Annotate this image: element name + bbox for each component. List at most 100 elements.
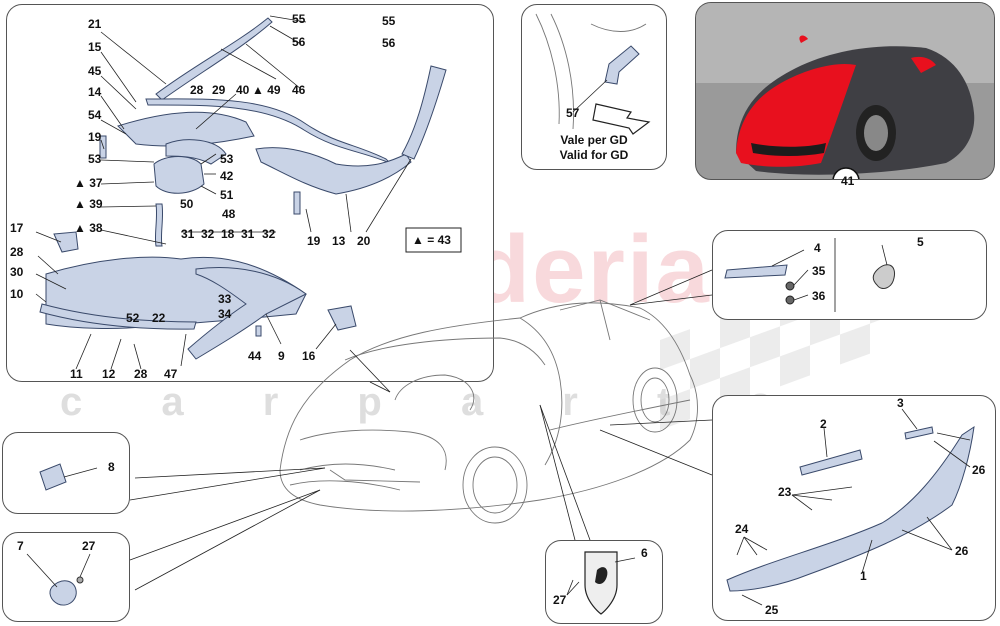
callout-18: 18 bbox=[221, 227, 235, 241]
callout-28-c: 28 bbox=[190, 83, 204, 97]
part-front-lip bbox=[39, 303, 197, 330]
callout-23: 23 bbox=[778, 485, 792, 499]
part-grille-emblem bbox=[39, 463, 67, 491]
badge-panel-drawing bbox=[724, 238, 896, 312]
part-side-cover bbox=[255, 147, 412, 195]
callout-11: 11 bbox=[70, 367, 83, 381]
callout-6: 6 bbox=[641, 546, 648, 560]
callout-19-a: 19 bbox=[88, 130, 102, 144]
callout-28-b: 28 bbox=[134, 367, 148, 381]
triangle-symbol: ▲ bbox=[74, 221, 86, 235]
callout-39-num: 39 bbox=[89, 197, 103, 211]
callout-42: 42 bbox=[220, 169, 234, 183]
callout-17: 17 bbox=[10, 221, 24, 235]
part-trim-strip bbox=[401, 65, 447, 160]
part-cowl-strip bbox=[155, 17, 273, 101]
callout-29: 29 bbox=[212, 83, 226, 97]
callout-41: 41 bbox=[841, 174, 855, 188]
callout-47: 47 bbox=[164, 367, 178, 381]
triangle-symbol: ▲ bbox=[252, 83, 264, 97]
callout-8: 8 bbox=[108, 460, 115, 474]
callout-2: 2 bbox=[820, 417, 827, 431]
part-reservoir-top bbox=[165, 139, 227, 165]
callout-53-b: 53 bbox=[220, 152, 234, 166]
legend-box: ▲ = 43 bbox=[412, 234, 451, 246]
callout-55-b: 55 bbox=[382, 14, 396, 28]
triangle-symbol: ▲ bbox=[74, 197, 86, 211]
callout-26-a: 26 bbox=[972, 463, 986, 477]
part-bracket-left bbox=[53, 231, 79, 253]
callout-56-b: 56 bbox=[382, 36, 396, 50]
callout-26-b: 26 bbox=[955, 544, 969, 558]
part-bracket-right bbox=[327, 305, 357, 331]
callout-3: 3 bbox=[897, 396, 904, 410]
part-reservoir bbox=[153, 156, 205, 194]
callout-56: 56 bbox=[292, 35, 306, 49]
callout-20: 20 bbox=[357, 234, 371, 248]
callout-33: 33 bbox=[218, 292, 232, 306]
callout-51: 51 bbox=[220, 188, 234, 202]
callout-38: ▲ 38 bbox=[74, 222, 103, 234]
gd-panel-drawing bbox=[535, 13, 651, 135]
callout-9: 9 bbox=[278, 349, 285, 363]
callout-48: 48 bbox=[222, 207, 236, 221]
callout-4: 4 bbox=[814, 241, 821, 255]
callout-31-b: 31 bbox=[241, 227, 255, 241]
callout-16: 16 bbox=[302, 349, 316, 363]
sill-panel-drawing bbox=[726, 408, 975, 606]
callout-27-b: 27 bbox=[553, 593, 567, 607]
callout-37-num: 37 bbox=[89, 176, 103, 190]
gd-panel[interactable] bbox=[521, 4, 667, 170]
callout-10: 10 bbox=[10, 287, 24, 301]
car-photo-panel[interactable] bbox=[695, 2, 995, 180]
callout-39: ▲ 39 bbox=[74, 198, 103, 210]
triangle-symbol: ▲ bbox=[74, 176, 86, 190]
callout-35: 35 bbox=[812, 264, 826, 278]
callout-34: 34 bbox=[218, 307, 232, 321]
gd-note-it: Vale per GD bbox=[560, 133, 628, 147]
part-california-badge bbox=[724, 264, 788, 279]
emblem-panel-8[interactable] bbox=[2, 432, 130, 514]
callout-25: 25 bbox=[765, 603, 779, 617]
callout-45: 45 bbox=[88, 64, 102, 78]
legend-triangle: ▲ bbox=[412, 233, 424, 247]
callout-57: 57 bbox=[566, 106, 580, 120]
callout-32-a: 32 bbox=[201, 227, 215, 241]
callout-49: ▲ 49 bbox=[252, 84, 281, 96]
car-photo bbox=[696, 3, 994, 179]
callout-46: 46 bbox=[292, 83, 306, 97]
watermark-sub: c a r p a r t s bbox=[60, 380, 806, 424]
callout-53-a: 53 bbox=[88, 152, 102, 166]
callout-22: 22 bbox=[152, 311, 166, 325]
gd-note: Vale per GD Valid for GD bbox=[531, 133, 657, 163]
callout-27-a: 27 bbox=[82, 539, 96, 553]
callout-32-b: 32 bbox=[262, 227, 276, 241]
callout-19-b: 19 bbox=[307, 234, 321, 248]
callout-37: ▲ 37 bbox=[74, 177, 103, 189]
callout-31-a: 31 bbox=[181, 227, 195, 241]
callout-5: 5 bbox=[917, 235, 924, 249]
callout-50: 50 bbox=[180, 197, 194, 211]
callout-12: 12 bbox=[102, 367, 116, 381]
callout-55: 55 bbox=[292, 12, 306, 26]
callout-28-a: 28 bbox=[10, 245, 24, 259]
part-side-sill bbox=[726, 425, 975, 592]
part-sill-plate bbox=[799, 449, 863, 476]
callout-36: 36 bbox=[812, 289, 826, 303]
emblem-panel-7-drawing bbox=[26, 553, 91, 606]
callout-21: 21 bbox=[88, 17, 102, 31]
emblem-panel-7[interactable] bbox=[2, 532, 130, 622]
callout-38-num: 38 bbox=[89, 221, 103, 235]
legend-text: = 43 bbox=[427, 233, 451, 247]
callout-54: 54 bbox=[88, 108, 102, 122]
callout-24: 24 bbox=[735, 522, 749, 536]
callout-52: 52 bbox=[126, 311, 140, 325]
callout-40: 40 bbox=[236, 83, 250, 97]
callout-1: 1 bbox=[860, 569, 867, 583]
part-horse-emblem bbox=[49, 580, 77, 606]
gd-note-en: Valid for GD bbox=[559, 148, 629, 162]
callout-7: 7 bbox=[17, 539, 24, 553]
engine-bay-parts bbox=[35, 15, 462, 370]
callout-13: 13 bbox=[332, 234, 346, 248]
